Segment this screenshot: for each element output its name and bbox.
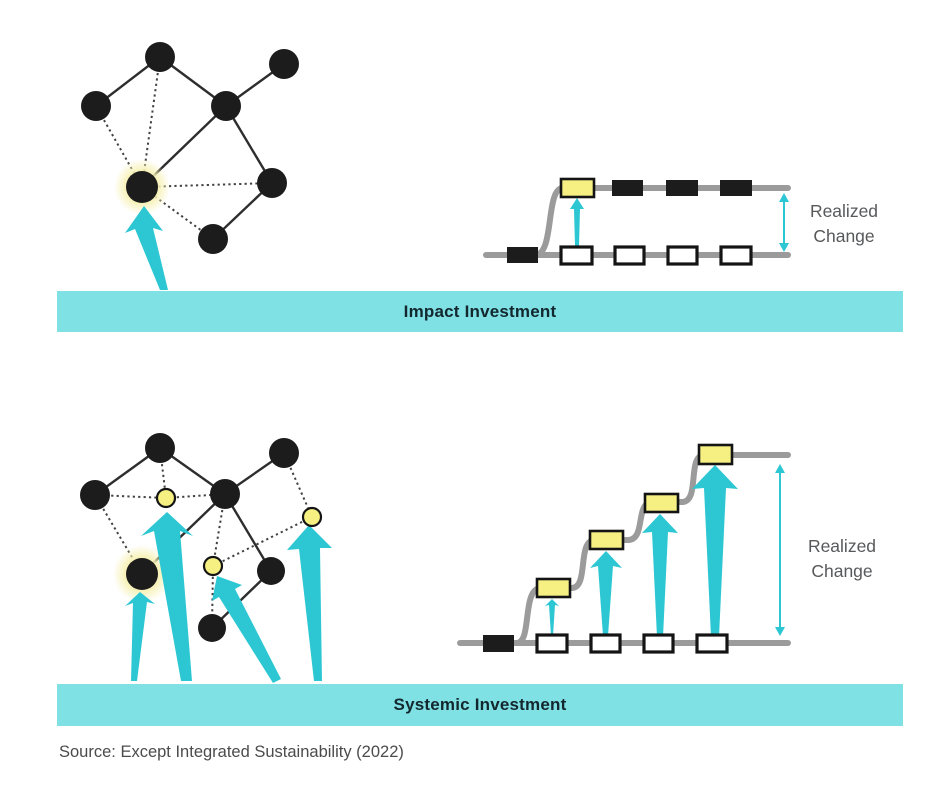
realized-change-label-systemic: Realized Change xyxy=(807,536,877,581)
intervention-arrow xyxy=(692,465,738,637)
impact-pathway xyxy=(483,177,791,266)
intervention-arrow xyxy=(545,599,559,636)
milestone-box-yellow xyxy=(535,577,572,599)
investment-arrow xyxy=(125,206,168,290)
systemic-pathway xyxy=(457,443,791,654)
intervention-arrow xyxy=(642,514,678,637)
highlighted-node xyxy=(126,171,158,203)
network-edge-dotted xyxy=(212,516,313,567)
activated-node-yellow xyxy=(155,487,177,509)
network-node xyxy=(257,557,285,585)
network-node xyxy=(198,614,226,642)
milestone-box-white xyxy=(613,245,646,266)
realized-change-label-impact: Realized Change xyxy=(809,201,879,246)
network-node xyxy=(269,438,299,468)
milestone-box-black xyxy=(666,180,698,196)
network-node xyxy=(145,433,175,463)
milestone-box-black xyxy=(483,635,514,652)
network-node xyxy=(145,42,175,72)
systemic-network xyxy=(80,433,332,683)
milestone-box-white xyxy=(642,633,675,654)
network-edges-solid xyxy=(95,56,285,240)
impact-banner: Impact Investment xyxy=(57,291,903,332)
impact-banner-label: Impact Investment xyxy=(403,301,557,321)
investment-arrow xyxy=(125,592,155,681)
network-node xyxy=(211,91,241,121)
network-nodes xyxy=(81,42,299,254)
network-edge-dotted xyxy=(141,186,214,240)
impact-network xyxy=(81,42,299,290)
systemic-banner-label: Systemic Investment xyxy=(393,695,567,714)
network-node xyxy=(269,49,299,79)
network-nodes xyxy=(80,433,323,642)
staircase-track xyxy=(514,452,791,646)
milestone-box-yellow xyxy=(697,443,734,466)
investment-arrow xyxy=(212,576,281,683)
intervention-arrow xyxy=(590,551,622,636)
milestone-box-white xyxy=(559,245,594,266)
milestone-box-white xyxy=(695,633,729,654)
network-node xyxy=(210,479,240,509)
network-edges-dotted xyxy=(94,447,313,629)
highlighted-node xyxy=(126,558,158,590)
systemic-banner: Systemic Investment xyxy=(57,684,903,726)
milestone-box-white xyxy=(719,245,753,266)
activated-node-yellow xyxy=(202,555,224,577)
network-node xyxy=(198,224,228,254)
milestone-box-white xyxy=(666,245,699,266)
investment-arrows xyxy=(125,512,332,683)
investment-arrow xyxy=(287,525,332,681)
intervention-arrows xyxy=(545,465,738,637)
milestone-box-white xyxy=(535,633,569,654)
network-edges-solid xyxy=(94,447,285,629)
milestone-box-yellow xyxy=(559,177,596,199)
investment-arrow xyxy=(141,512,193,681)
milestone-box-black xyxy=(507,247,538,263)
network-node xyxy=(81,91,111,121)
milestone-box-black xyxy=(720,180,752,196)
activated-node-yellow xyxy=(301,506,323,528)
milestone-box-yellow xyxy=(588,529,625,551)
milestone-box-yellow xyxy=(643,492,680,514)
source-caption: Source: Except Integrated Sustainability… xyxy=(59,743,404,761)
intervention-arrow xyxy=(570,198,584,246)
realized-change-double-arrow xyxy=(779,193,789,252)
network-node xyxy=(80,480,110,510)
milestone-box-white xyxy=(589,633,622,654)
realized-change-double-arrow xyxy=(775,464,785,636)
milestone-box-black xyxy=(612,180,643,196)
network-node xyxy=(257,168,287,198)
